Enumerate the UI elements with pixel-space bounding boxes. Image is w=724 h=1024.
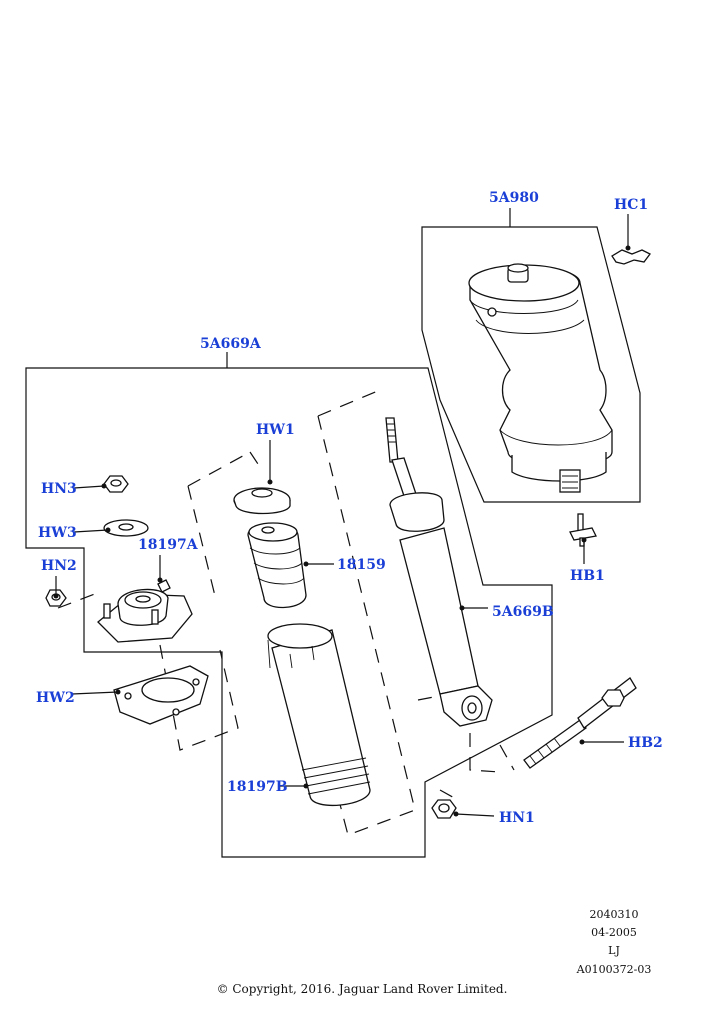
nut-hn1 (431, 799, 457, 819)
bolt-hb2 (523, 677, 637, 769)
copyright-notice: © Copyright, 2016. Jaguar Land Rover Lim… (216, 982, 508, 996)
callout-18197A[interactable]: 18197A (138, 537, 198, 553)
callout-HN2[interactable]: HN2 (41, 558, 77, 574)
mount-gasket-hw2 (113, 665, 209, 725)
callout-HB1[interactable]: HB1 (570, 568, 605, 584)
bump-stop (247, 522, 307, 609)
group-outline-5A980 (421, 226, 641, 503)
callout-18159[interactable]: 18159 (337, 557, 386, 573)
callout-HW1[interactable]: HW1 (256, 422, 295, 438)
reference-date: 04-2005 (591, 926, 637, 939)
callout-5A669B[interactable]: 5A669B (492, 604, 554, 620)
shock-absorber (385, 417, 493, 727)
leader-lines (53, 214, 631, 817)
top-mount (97, 579, 193, 643)
callout-HW2[interactable]: HW2 (36, 690, 75, 706)
callout-HN1[interactable]: HN1 (499, 810, 535, 826)
dashed-outline-bump (187, 451, 263, 601)
stud-hb1 (569, 513, 597, 547)
reference-initials: LJ (608, 944, 620, 957)
callout-HN3[interactable]: HN3 (41, 481, 77, 497)
callout-HB2[interactable]: HB2 (628, 735, 663, 751)
air-spring (468, 263, 613, 493)
dust-boot (267, 623, 371, 807)
washer-hw3 (103, 519, 149, 537)
clip-hc1 (611, 249, 651, 265)
top-washer-hw1 (233, 487, 291, 515)
reference-code: A0100372-03 (576, 963, 652, 976)
callout-5A669A[interactable]: 5A669A (200, 336, 261, 352)
callout-HC1[interactable]: HC1 (614, 197, 649, 213)
nut-hn3 (103, 475, 129, 493)
callout-18197B[interactable]: 18197B (227, 779, 288, 795)
callout-HW3[interactable]: HW3 (38, 525, 77, 541)
reference-number: 2040310 (589, 908, 639, 921)
group-outline-5A669A (25, 367, 553, 858)
callout-5A980[interactable]: 5A980 (489, 190, 539, 206)
